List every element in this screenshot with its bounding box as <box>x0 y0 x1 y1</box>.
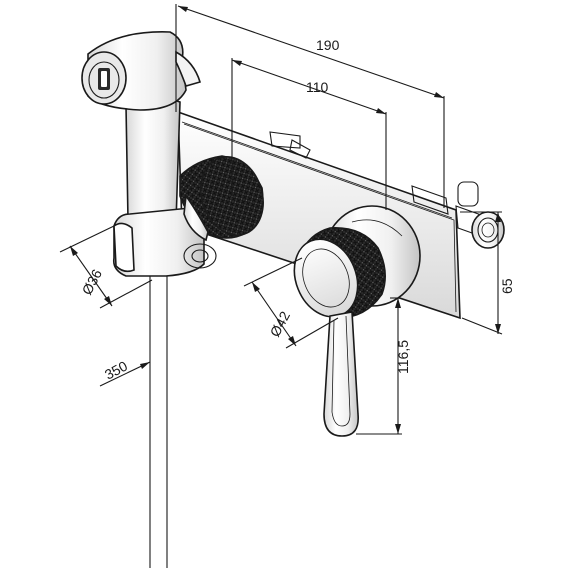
dim-label-overall-width: 190 <box>316 37 340 53</box>
dim-label-hose-length: 350 <box>102 357 130 382</box>
shower-hose <box>149 268 168 568</box>
right-knurled-knob <box>293 227 386 319</box>
dim-label-plate-height: 65 <box>499 278 515 294</box>
dim-label-holder-diameter: Ø36 <box>79 266 106 297</box>
dim-label-valve-height: 116,5 <box>395 340 411 374</box>
mixer-lever <box>323 311 359 437</box>
hand-shower <box>81 31 201 230</box>
dimension-lines <box>59 4 503 435</box>
dim-label-knob-diameter: Ø42 <box>267 308 294 339</box>
shower-holder <box>112 207 217 277</box>
dim-label-inner-width: 110 <box>306 79 329 95</box>
